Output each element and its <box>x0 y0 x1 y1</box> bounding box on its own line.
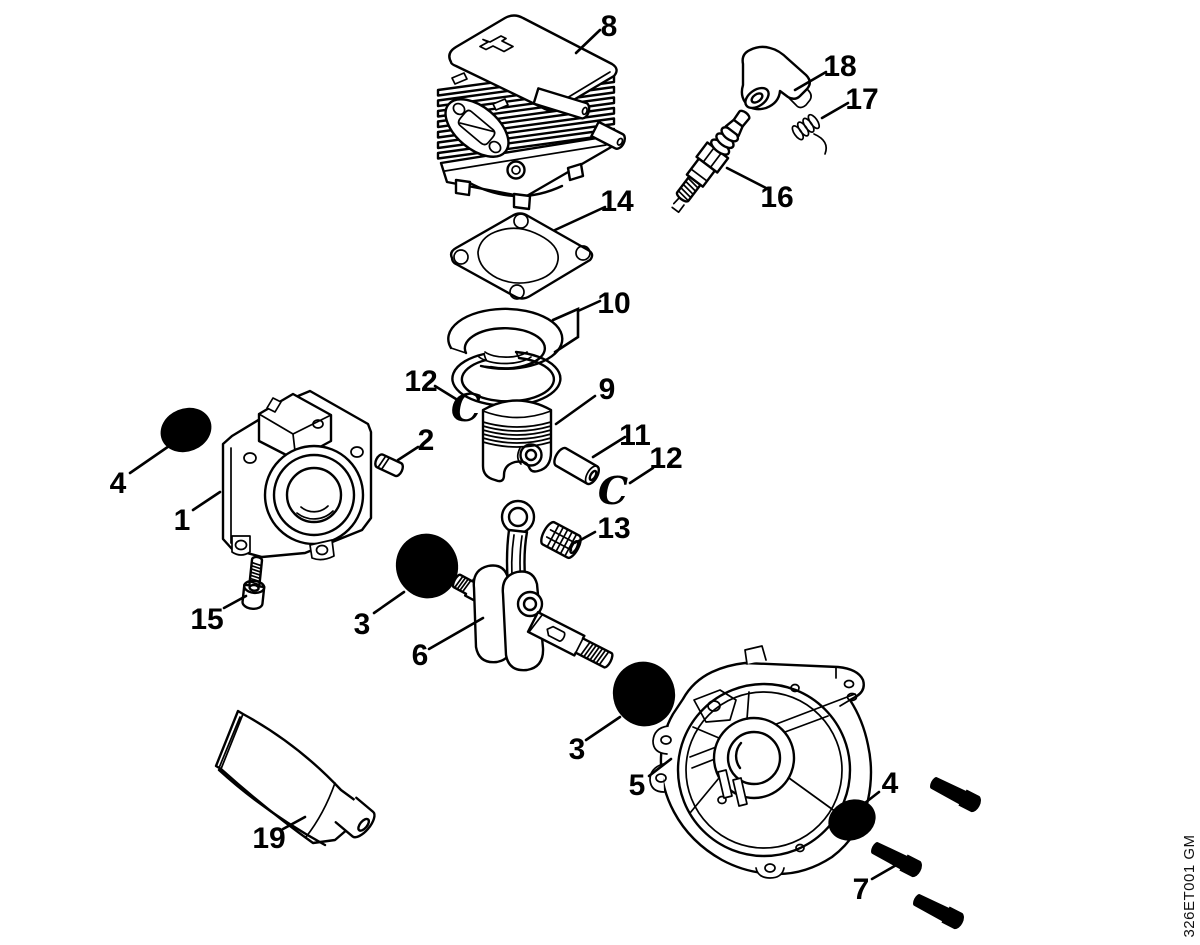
leader-line-10 <box>551 299 602 354</box>
leader-line-12a <box>433 384 458 401</box>
drawing-id-text: 326ET001 GM <box>1181 834 1198 937</box>
callout-label-8: 8 <box>601 10 618 43</box>
callout-label-11: 11 <box>619 419 651 452</box>
leader-line-5 <box>647 757 673 778</box>
leader-line-9 <box>554 394 597 426</box>
callout-label-3b: 3 <box>569 733 586 766</box>
circlip-left-drawing: C <box>451 385 481 430</box>
wrist-pin-drawing <box>553 446 600 486</box>
circlip-right-drawing: C <box>598 468 628 513</box>
leader-line-7 <box>870 862 900 881</box>
leader-line-1 <box>191 490 222 512</box>
callout-label-9: 9 <box>599 373 616 406</box>
plug-pin-drawing <box>374 453 404 478</box>
screw-15-drawing <box>241 555 266 610</box>
callout-label-14: 14 <box>600 185 634 218</box>
callout-label-3a: 3 <box>354 608 371 641</box>
leader-line-14 <box>553 205 607 232</box>
callout-label-15: 15 <box>190 603 223 636</box>
callout-label-5: 5 <box>629 769 646 802</box>
callout-label-18: 18 <box>823 50 856 83</box>
leader-line-17 <box>820 101 850 120</box>
screw-7-c <box>910 890 967 932</box>
cylinder-gasket-drawing <box>449 212 594 300</box>
crankcase-fan-side-drawing <box>649 645 873 879</box>
callout-label-17: 17 <box>845 83 878 116</box>
callout-label-13: 13 <box>597 512 630 545</box>
callout-label-19: 19 <box>252 822 285 855</box>
leader-line-2 <box>396 445 420 462</box>
crankcase-cylinder-side-drawing <box>221 389 373 561</box>
sealant-tube-drawing <box>214 709 376 847</box>
leader-line-4b <box>859 790 881 808</box>
leader-line-13 <box>575 530 597 544</box>
screw-7-b <box>868 838 925 880</box>
leader-line-6 <box>427 616 485 651</box>
spring-drawing <box>791 113 828 155</box>
callout-label-16: 16 <box>760 181 793 214</box>
callout-label-7: 7 <box>853 873 870 906</box>
piston-drawing <box>481 399 553 483</box>
leader-line-4a <box>128 442 174 475</box>
leader-line-12b <box>628 466 655 485</box>
leader-line-8 <box>574 28 602 55</box>
leader-line-15 <box>222 594 248 610</box>
callout-label-4b: 4 <box>882 767 899 800</box>
callout-label-12b: 12 <box>649 442 682 475</box>
leader-line-18 <box>793 70 828 92</box>
leader-line-19 <box>281 815 307 831</box>
leader-line-3b <box>584 715 622 742</box>
callout-label-12a: 12 <box>404 365 437 398</box>
callout-label-4a: 4 <box>110 467 127 500</box>
screw-7-a <box>927 773 984 815</box>
leader-line-16 <box>725 166 772 192</box>
leader-line-11 <box>591 435 627 459</box>
callout-label-2: 2 <box>418 424 435 457</box>
callout-label-1: 1 <box>174 504 191 537</box>
callout-label-10: 10 <box>597 287 630 320</box>
needle-bearing-drawing <box>540 520 582 560</box>
leader-line-3a <box>372 590 406 615</box>
crankshaft-drawing <box>451 499 614 672</box>
spark-plug-drawing <box>671 109 751 214</box>
spark-plug-boot-drawing <box>740 45 812 111</box>
leader-lines <box>128 28 900 881</box>
cylinder-drawing <box>436 14 626 211</box>
callout-label-6: 6 <box>412 639 429 672</box>
callout-labels: 8 18 17 16 14 10 12 9 2 11 12 4 1 13 15 … <box>110 10 899 906</box>
